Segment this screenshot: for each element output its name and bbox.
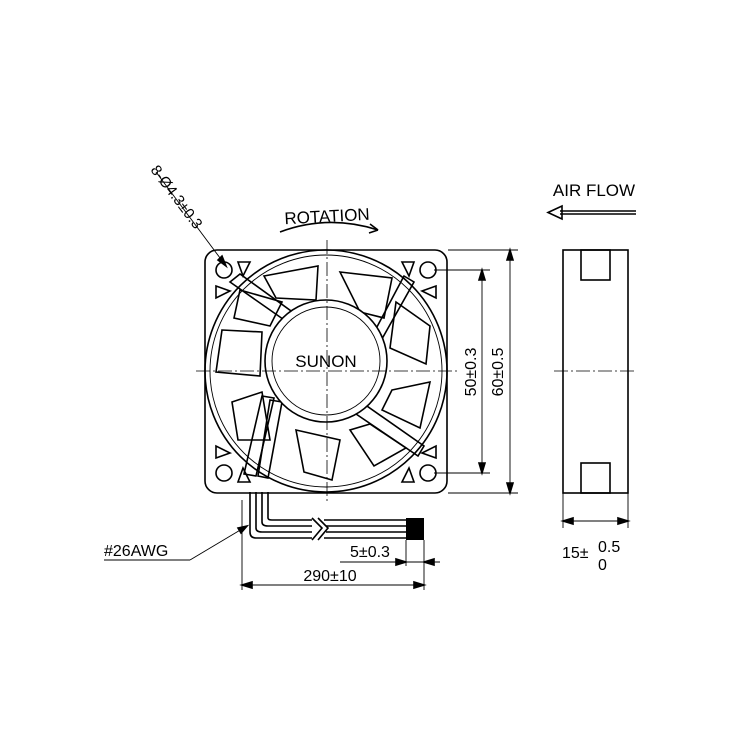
fan-front-view: SUNON ROTATION 8-Ø4.3±0.3 xyxy=(147,162,458,502)
rotation-arrow xyxy=(279,221,379,233)
lead-length-label: 290±10 xyxy=(303,568,356,585)
thickness-upper-tol: 0.5 xyxy=(598,539,620,556)
hub-inner-ring xyxy=(271,306,381,416)
front-dimensions: 50±0.3 60±0.5 xyxy=(434,247,518,496)
mounting-hole-bottom-left xyxy=(215,464,233,482)
wire-gauge-leader xyxy=(189,525,248,561)
side-bottom-tab xyxy=(580,462,611,494)
fan-side-view: AIR FLOW 15± 0.5 0 xyxy=(546,181,636,574)
thickness-base-label: 15± xyxy=(562,545,589,562)
air-flow-arrow xyxy=(546,204,636,221)
fan-blades xyxy=(215,265,432,482)
thickness-lower-tol: 0 xyxy=(598,557,607,574)
brand-label: SUNON xyxy=(295,352,356,371)
lead-wires: #26AWG 5±0.3 290±10 xyxy=(104,492,440,590)
hole-spec-leader xyxy=(155,171,227,267)
mounting-hole-top-right xyxy=(419,261,437,279)
mounting-hole-bottom-right xyxy=(419,464,437,482)
rotation-label: ROTATION xyxy=(284,205,370,228)
dim-60-label: 60±0.5 xyxy=(490,347,507,396)
air-flow-label: AIR FLOW xyxy=(553,181,635,200)
strip-length-label: 5±0.3 xyxy=(350,544,390,561)
side-view-body xyxy=(562,249,629,494)
fan-hub xyxy=(264,299,388,423)
dim-50-label: 50±0.3 xyxy=(463,347,480,396)
hole-spec-label: 8-Ø4.3±0.3 xyxy=(147,162,206,232)
side-top-tab xyxy=(580,249,611,281)
stripped-wire-ends xyxy=(406,518,424,540)
mounting-holes xyxy=(215,261,437,483)
wire-gauge-label: #26AWG xyxy=(104,543,168,560)
